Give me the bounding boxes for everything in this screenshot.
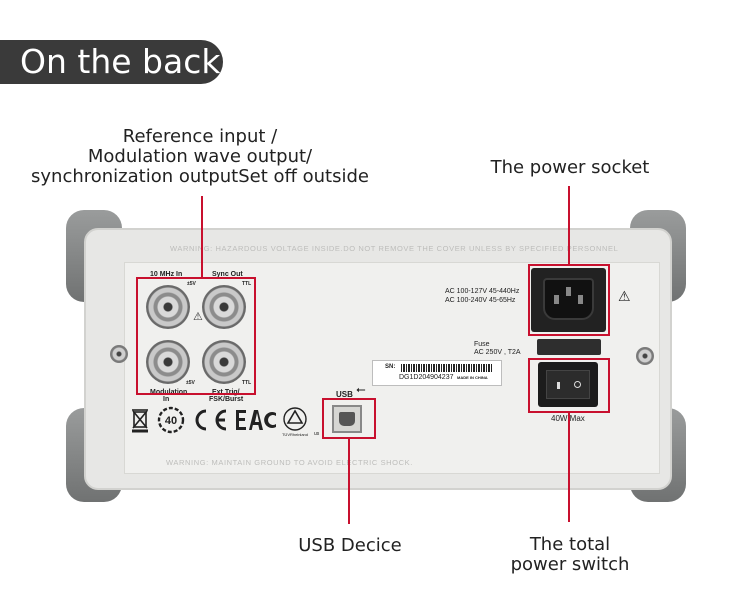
left-screw (110, 345, 128, 363)
ttl-label-1: TTL (242, 281, 252, 287)
warning-bottom-text: WARNING: MAINTAIN GROUND TO AVOID ELECTR… (166, 458, 413, 467)
high-voltage-icon: ⚠ (618, 288, 631, 304)
ttl-label-2: TTL (242, 380, 252, 386)
sn-label: SN: (385, 364, 396, 370)
usb-highlight-box (322, 398, 376, 439)
epup-40-text: 40 (165, 415, 177, 427)
power-max-label: 40W Max (551, 414, 585, 423)
power-socket-inner (543, 278, 594, 320)
tuv-text: TÜVRheinland (282, 432, 308, 437)
ce-mark-icon (195, 409, 227, 431)
ref-in-label: 10 MHz In (150, 271, 183, 278)
power-socket[interactable] (531, 268, 606, 332)
serial-sticker: SN: DG1D204904237 MADE IN CHINA (372, 360, 502, 386)
svg-text:us: us (314, 431, 320, 437)
power-socket-highlight-box (528, 264, 610, 336)
power-switch-callout-line-2: power switch (510, 554, 630, 575)
mod-in-label-1: Modulation (150, 389, 188, 396)
ext-trig-label-2: FSK/Burst (209, 396, 244, 403)
fuse-holder[interactable] (537, 339, 601, 355)
power-switch-highlight-box (528, 358, 610, 413)
usb-label: USB (336, 390, 353, 399)
power-switch-callout-line-1: The total (529, 534, 611, 555)
reference-leader-line (201, 196, 203, 278)
certification-marks: 40 TÜVRheinland us (130, 405, 320, 439)
usb-callout: USB Decice (298, 535, 402, 556)
caution-triangle-icon: ⚠ (193, 311, 203, 323)
tuv-mark-icon: TÜVRheinland (282, 407, 308, 437)
epup-40-icon: 40 (157, 406, 185, 434)
socket-pin-center (566, 287, 571, 296)
ref-in-bnc-connector[interactable] (146, 285, 190, 329)
right-screw (636, 347, 654, 365)
eac-mark-icon (236, 410, 276, 430)
serial-number: DG1D204904237 (399, 374, 454, 381)
usb-b-port[interactable] (332, 405, 362, 433)
ext-trig-label-1: Ext Trig/ (212, 389, 240, 396)
mod-in-label-2: In (163, 396, 170, 403)
socket-pin-right (578, 295, 583, 304)
reference-callout-line-3: synchronization outputSet off outside (31, 166, 369, 187)
fuse-label: Fuse (474, 341, 490, 348)
reference-callout: Reference input / Modulation wave output… (30, 127, 370, 187)
barcode (401, 364, 493, 372)
switch-on-mark (557, 382, 560, 389)
page-title: On the back (0, 40, 223, 84)
level-label-2: ±5V (186, 380, 195, 386)
power-switch[interactable] (538, 362, 598, 407)
power-socket-callout: The power socket (490, 157, 650, 178)
usb-symbol-icon: ⭠ (356, 382, 366, 396)
power-switch-rocker (546, 370, 590, 399)
socket-pin-left (554, 295, 559, 304)
reference-callout-line-2: Modulation wave output/ (87, 146, 313, 167)
fuse-rating: AC 250V , T2A (474, 349, 521, 356)
ac-rating-2: AC 100-240V 45-65Hz (445, 297, 516, 304)
warning-top-text: WARNING: HAZARDOUS VOLTAGE INSIDE.DO NOT… (170, 244, 619, 253)
reference-callout-line-1: Reference input / (122, 126, 278, 147)
made-in-label: MADE IN CHINA (457, 375, 488, 380)
switch-off-mark (574, 381, 581, 388)
reference-highlight-box (136, 277, 256, 395)
usb-port-opening (339, 412, 355, 426)
ac-rating-1: AC 100-127V 45-440Hz (445, 288, 520, 295)
sync-out-label: Sync Out (212, 271, 243, 278)
sync-out-bnc-connector[interactable] (202, 285, 246, 329)
weee-bin-icon (132, 409, 148, 433)
mod-in-bnc-connector[interactable] (146, 340, 190, 384)
ext-trig-bnc-connector[interactable] (202, 340, 246, 384)
power-socket-leader-line (568, 186, 570, 265)
power-switch-leader-line (568, 412, 570, 522)
power-switch-callout: The total power switch (500, 535, 640, 575)
usb-leader-line (348, 438, 350, 524)
level-label-1: ±5V (187, 281, 196, 287)
